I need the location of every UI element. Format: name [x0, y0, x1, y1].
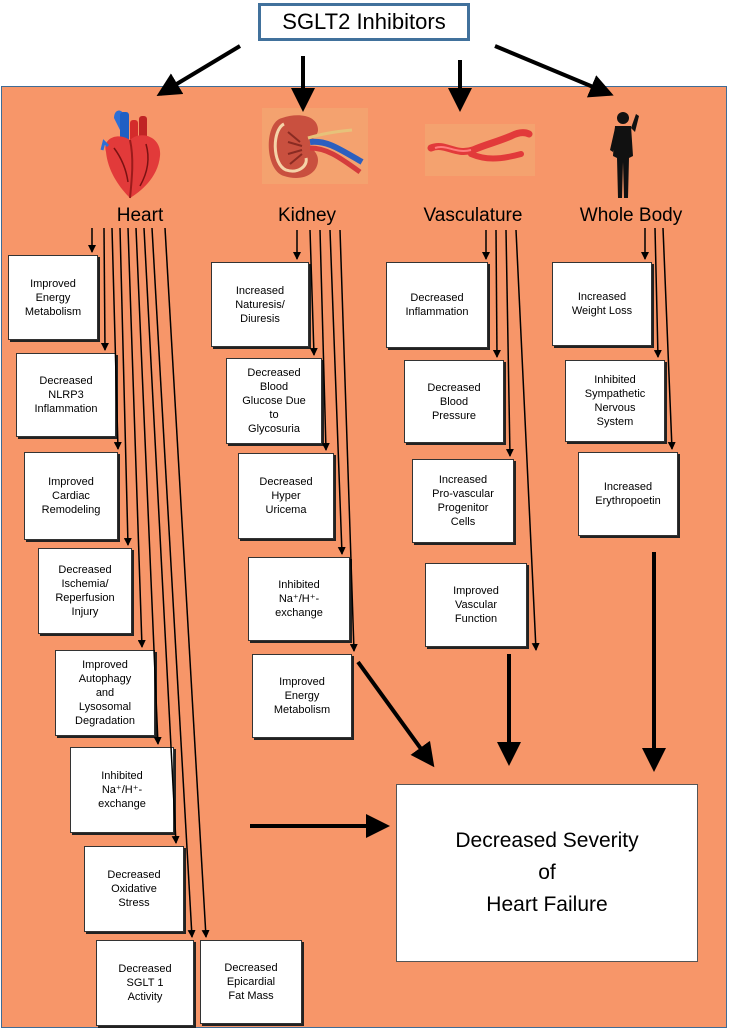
blood-vessel-icon [425, 124, 535, 176]
arrow-kidney-5 [339, 229, 358, 652]
vasculature-box-blood-pressure: Decreased Blood Pressure [404, 360, 504, 443]
arrow-body-2 [653, 227, 662, 358]
arrow-heart-8 [151, 227, 196, 938]
arrow-heart-5 [127, 227, 146, 648]
arrow-heart-6 [135, 227, 162, 745]
kidney-box-blood-glucose: Decreased Blood Glucose Due to Glycosuri… [226, 358, 322, 444]
arrow-kidney-to-outcome [356, 660, 435, 768]
heart-box-energy-metabolism: Improved Energy Metabolism [8, 255, 98, 340]
arrow-body-3 [662, 227, 676, 450]
heart-box-ischemia-reperfusion: Decreased Ischemia/ Reperfusion Injury [38, 548, 132, 634]
arrow-vasc-3 [505, 229, 514, 457]
kidney-box-naturesis: Increased Naturesis/ Diuresis [211, 262, 309, 347]
arrow-title-heart [156, 44, 242, 97]
arrow-heart-7 [143, 227, 180, 844]
heart-box-cardiac-remodeling: Improved Cardiac Remodeling [24, 452, 118, 540]
column-label-heart: Heart [116, 205, 164, 226]
arrow-kidney-4 [329, 229, 346, 555]
column-label-whole-body: Whole Body [579, 205, 683, 226]
arrow-title-wholebody [494, 44, 614, 98]
title-box: SGLT2 Inhibitors [258, 3, 470, 41]
arrow-vasc-4 [515, 229, 540, 651]
whole-body-box-sympathetic: Inhibited Sympathetic Nervous System [565, 360, 665, 442]
outcome-text: Decreased Severity of Heart Failure [455, 829, 639, 916]
vasculature-box-inflammation: Decreased Inflammation [386, 262, 488, 348]
vasculature-box-progenitor-cells: Increased Pro-vascular Progenitor Cells [412, 459, 514, 543]
whole-body-box-erythropoetin: Increased Erythropoetin [578, 452, 678, 536]
kidney-icon [262, 108, 368, 184]
column-label-vasculature: Vasculature [423, 205, 523, 226]
kidney-box-hyper-uricema: Decreased Hyper Uricema [238, 453, 334, 539]
arrow-heart-3 [111, 227, 122, 450]
heart-icon [100, 110, 161, 199]
arrow-heart-4 [119, 227, 132, 546]
vasculature-box-vascular-function: Improved Vascular Function [425, 563, 527, 647]
heart-box-oxidative-stress: Decreased Oxidative Stress [84, 846, 184, 932]
column-label-kidney: Kidney [277, 205, 337, 226]
kidney-box-na-h-exchange: Inhibited Na⁺/H⁺- exchange [248, 557, 350, 641]
arrow-heart-2 [100, 227, 109, 351]
heart-box-epicardial-fat: Decreased Epicardial Fat Mass [200, 940, 302, 1024]
heart-box-sglt1-activity: Decreased SGLT 1 Activity [96, 940, 194, 1026]
kidney-box-energy-metabolism: Improved Energy Metabolism [252, 654, 352, 738]
diagram-title: SGLT2 Inhibitors [282, 9, 446, 34]
heart-box-autophagy: Improved Autophagy and Lysosomal Degrada… [55, 650, 155, 736]
arrow-kidney-2 [309, 229, 318, 356]
outcome-box: Decreased Severity of Heart Failure [396, 784, 698, 962]
arrow-heart-9 [164, 227, 210, 938]
human-silhouette-icon [610, 112, 639, 198]
arrow-vasc-2 [492, 229, 501, 358]
heart-box-nlrp3-inflammation: Decreased NLRP3 Inflammation [16, 353, 116, 437]
whole-body-box-weight-loss: Increased Weight Loss [552, 262, 652, 346]
arrow-kidney-3 [319, 229, 330, 451]
heart-box-na-h-exchange: Inhibited Na⁺/H⁺- exchange [70, 747, 174, 833]
